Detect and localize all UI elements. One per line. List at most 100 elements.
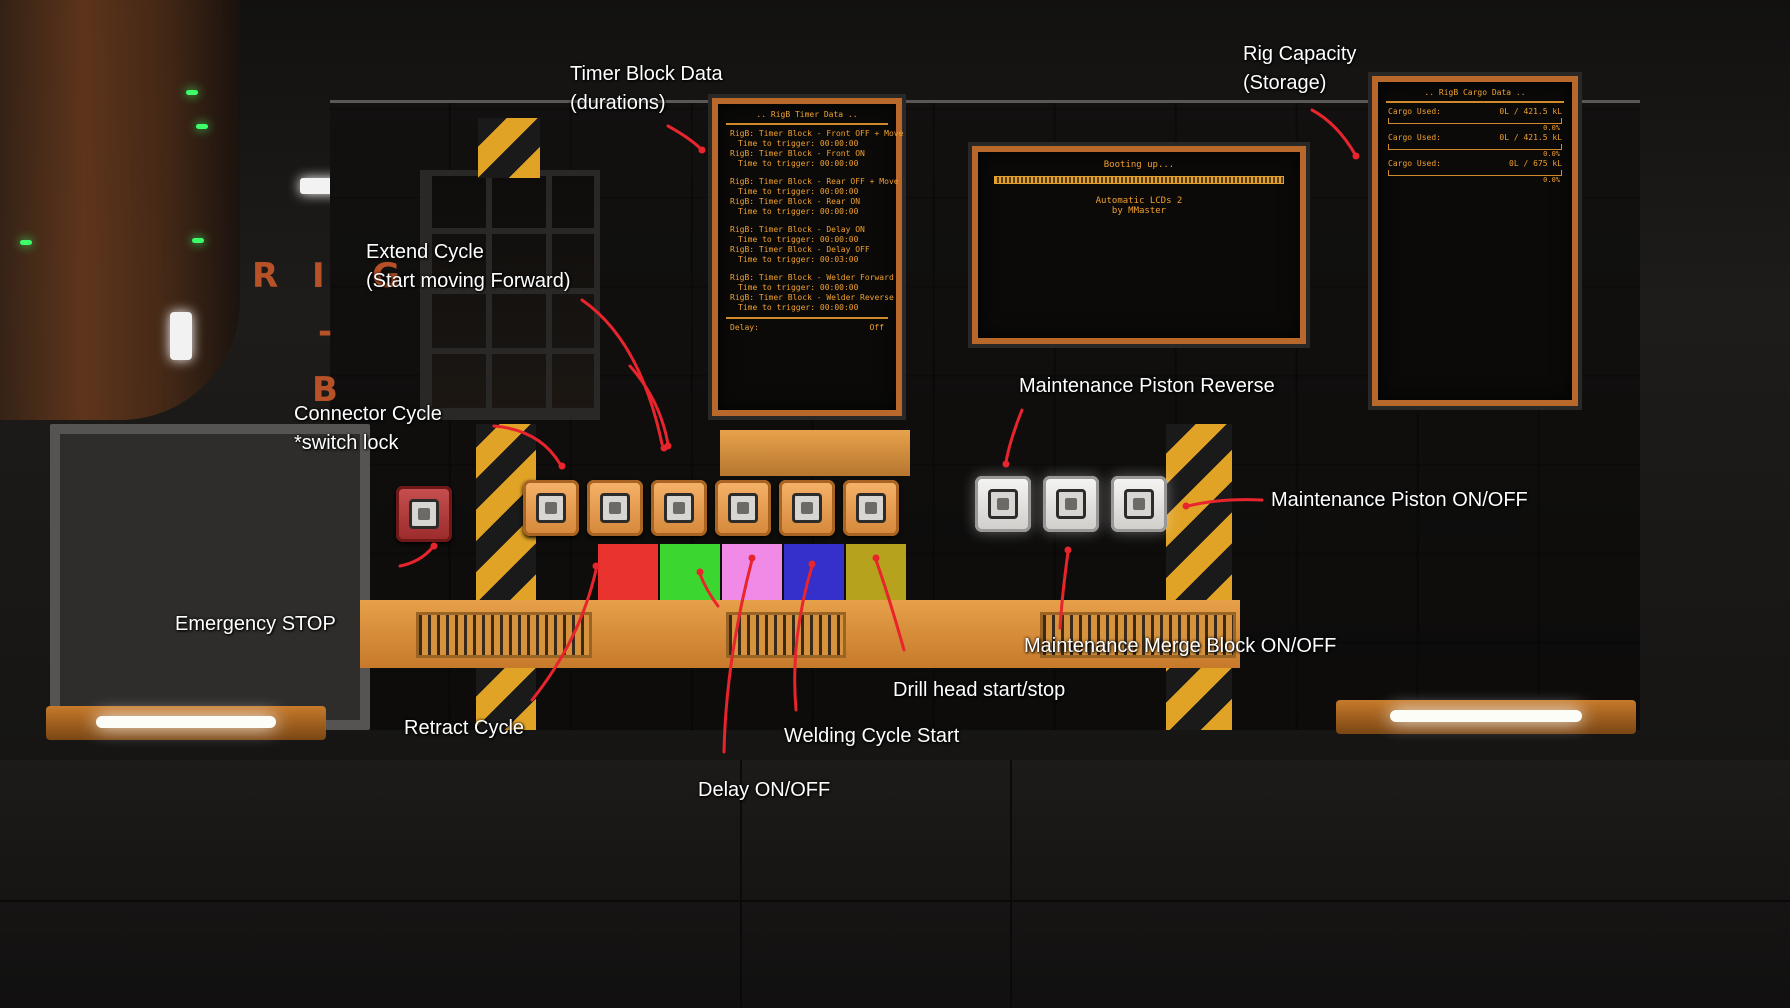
timer-entry-name: RigB: Timer Block - Welder Forward [730, 273, 894, 282]
tank-status-light [196, 124, 208, 129]
square-push-button-icon [600, 493, 630, 523]
arrowhead [558, 462, 566, 470]
arrowhead [430, 542, 438, 550]
rig-sign-letter: R [252, 256, 281, 296]
square-push-button-icon [536, 493, 566, 523]
square-push-button-icon [988, 489, 1018, 519]
hazard-column [476, 424, 536, 730]
label-delay-onoff: Delay ON/OFF [698, 779, 831, 801]
label-maint-piston-onoff: Maintenance Piston ON/OFF [1271, 489, 1528, 511]
extend-cycle-button[interactable] [651, 480, 707, 536]
red-indicator-block [598, 544, 658, 606]
arrow-rig-capacity [1310, 108, 1358, 158]
arrowhead [872, 554, 880, 562]
left-frame [50, 424, 370, 730]
square-push-button-icon [409, 499, 439, 529]
storage-tank [0, 0, 240, 420]
pink-indicator-block [722, 544, 782, 606]
arrowhead [1002, 460, 1010, 468]
cargo-label: Cargo Used: [1388, 107, 1441, 116]
delay-toggle-button[interactable] [715, 480, 771, 536]
hazard-stripe [478, 118, 540, 178]
drill-head-button[interactable] [843, 480, 899, 536]
arrowhead [808, 560, 816, 568]
maintenance-piston-reverse-button[interactable] [975, 476, 1031, 532]
floor-seam [740, 760, 742, 1008]
label-line: (durations) [570, 92, 666, 114]
label-line: (Start moving Forward) [366, 270, 571, 292]
label-line: *switch lock [294, 432, 399, 454]
arrowhead [592, 562, 600, 570]
timer-entry-time: Time to trigger: 00:00:00 [738, 303, 859, 312]
arrow-delay-onoff-2 [698, 572, 720, 608]
cargo-bar [1388, 118, 1562, 124]
arrow-connector-cycle [492, 424, 562, 466]
rig-sign-letter: B [312, 370, 340, 410]
welding-cycle-button[interactable] [779, 480, 835, 536]
lcd-divider [726, 123, 888, 125]
arrow-maint-piston-reverse [1004, 408, 1024, 464]
delay-label: Delay: [730, 323, 759, 332]
connector-cycle-button[interactable] [523, 480, 579, 536]
label-line: (Storage) [1243, 72, 1327, 94]
label-extend-cycle: Extend Cycle (Start moving Forward) [366, 238, 571, 296]
rig-sign-letter: - [318, 312, 335, 352]
arrow-welding-cycle [793, 564, 814, 712]
square-push-button-icon [792, 493, 822, 523]
timer-entry-name: RigB: Timer Block - Delay OFF [730, 245, 870, 254]
timer-entry-time: Time to trigger: 00:00:00 [738, 235, 859, 244]
square-push-button-icon [728, 493, 758, 523]
cargo-value: 0L / 421.5 kL [1499, 107, 1562, 116]
cargo-value: 0L / 675 kL [1509, 159, 1562, 168]
arrowhead [696, 568, 704, 576]
arrowhead [748, 554, 756, 562]
tank-status-light [20, 240, 32, 245]
arrowhead [698, 146, 706, 154]
maintenance-merge-block-button[interactable] [1043, 476, 1099, 532]
timer-entry-name: RigB: Timer Block - Welder Reverse [730, 293, 894, 302]
label-timer-block-data: Timer Block Data (durations) [570, 60, 723, 118]
label-retract-cycle: Retract Cycle [404, 717, 525, 739]
delay-value: Off [869, 323, 884, 332]
floor-lamp [46, 706, 326, 740]
boot-line-1: Automatic LCDs 2 [1095, 196, 1183, 206]
boot-lcd-panel: Booting up... Automatic LCDs 2 by MMaste… [972, 146, 1306, 344]
timer-entry-time: Time to trigger: 00:00:00 [738, 283, 859, 292]
floor-seam [0, 900, 1790, 902]
label-line: Connector Cycle [294, 403, 442, 425]
lcd-title: .. RigB Timer Data .. [756, 110, 858, 119]
floor-seam [1010, 760, 1012, 1008]
square-push-button-icon [664, 493, 694, 523]
timer-entry-name: RigB: Timer Block - Delay ON [730, 225, 865, 234]
cargo-label: Cargo Used: [1388, 133, 1441, 142]
emergency-stop-button[interactable] [396, 486, 452, 542]
lcd-divider [1386, 101, 1564, 103]
timer-entry-time: Time to trigger: 00:00:00 [738, 139, 859, 148]
cargo-label: Cargo Used: [1388, 159, 1441, 168]
wall-lamp [170, 312, 192, 360]
maintenance-piston-onoff-button[interactable] [1111, 476, 1167, 532]
cargo-lcd-panel: .. RigB Cargo Data .. Cargo Used: 0L / 42… [1372, 76, 1578, 406]
label-line: Rig Capacity [1243, 43, 1357, 65]
tank-status-light [192, 238, 204, 243]
arrowhead [1352, 152, 1360, 160]
retract-cycle-button[interactable] [587, 480, 643, 536]
cargo-percent: 0.0% [1543, 176, 1560, 184]
lcd-divider [726, 317, 888, 319]
vent-grille [416, 612, 592, 658]
arrowhead [1182, 502, 1190, 510]
timer-lcd-panel: .. RigB Timer Data .. RigB: Timer Block … [712, 98, 904, 416]
label-line: Timer Block Data [570, 63, 723, 85]
tank-status-light [186, 90, 198, 95]
timer-entry-name: RigB: Timer Block - Front OFF + Move [730, 129, 904, 138]
timer-entry-name: RigB: Timer Block - Rear OFF + Move [730, 177, 899, 186]
lcd-title: .. RigB Cargo Data .. [1424, 88, 1526, 97]
cargo-value: 0L / 421.5 kL [1499, 133, 1562, 142]
orange-housing [720, 430, 910, 476]
cargo-percent: 0.0% [1543, 150, 1560, 158]
square-push-button-icon [1124, 489, 1154, 519]
boot-status: Booting up... [1103, 160, 1175, 170]
timer-entry-time: Time to trigger: 00:03:00 [738, 255, 859, 264]
